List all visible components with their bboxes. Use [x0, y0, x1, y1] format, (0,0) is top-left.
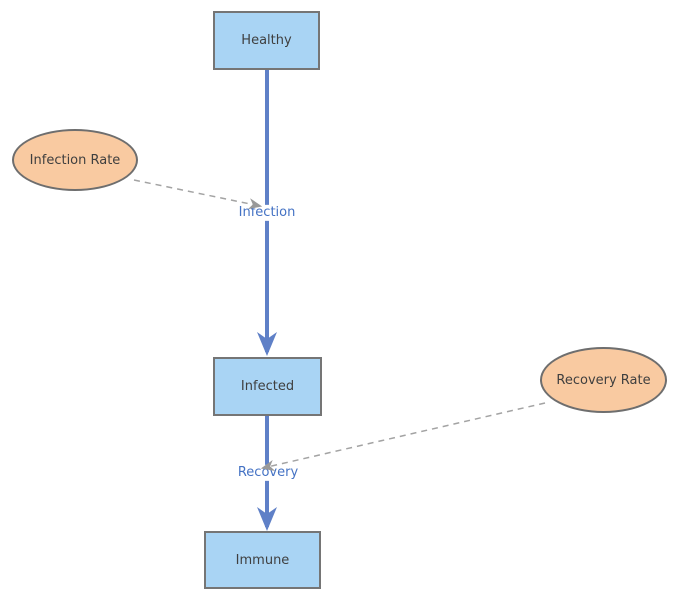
node-healthy[interactable]: Healthy [213, 11, 320, 70]
node-infection-rate[interactable]: Infection Rate [12, 129, 138, 191]
node-infection-rate-label: Infection Rate [29, 152, 121, 168]
node-infected-label: Infected [240, 379, 295, 394]
infection-rate-connector[interactable] [133, 179, 263, 210]
node-infected[interactable]: Infected [213, 357, 322, 416]
node-recovery-rate[interactable]: Recovery Rate [540, 347, 667, 413]
recovery-rate-connector[interactable] [260, 402, 546, 471]
node-recovery-rate-label: Recovery Rate [556, 372, 651, 388]
node-healthy-label: Healthy [241, 33, 292, 48]
node-immune[interactable]: Immune [204, 531, 321, 589]
flow-recovery-label[interactable]: Recovery [234, 464, 302, 482]
node-immune-label: Immune [235, 552, 290, 568]
